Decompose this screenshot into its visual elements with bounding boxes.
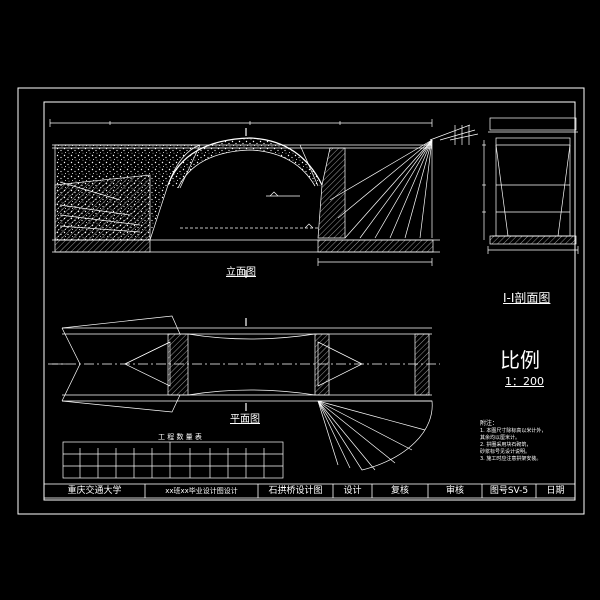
elevation-view (49, 119, 479, 278)
title-design: 设计 (343, 486, 362, 496)
note-line: 1. 本图尺寸除标高以米计外， (480, 428, 547, 434)
note-line: 砂浆标号见设计说明。 (480, 449, 531, 455)
title-course: xx班xx毕业设计图设计 (165, 487, 238, 495)
title-check: 审核 (445, 486, 464, 496)
plan-title: 平面图 (230, 414, 260, 425)
table-title: 工 程 数 量 表 (158, 433, 202, 441)
note-line: 3. 施工时应注意拱架安装。 (480, 456, 542, 462)
title-date: 日期 (546, 486, 565, 496)
inner-border (43, 101, 576, 501)
quantity-table (62, 441, 284, 479)
title-school: 重庆交通大学 (67, 486, 122, 496)
notes-title: 附注： (480, 420, 499, 427)
notes-block: 附注： 1. 本图尺寸除标高以米计外， 其余均以厘米计。 2. 拱圈采用块石砌筑… (480, 420, 546, 463)
title-review: 复核 (390, 486, 409, 496)
plan-view (48, 315, 440, 471)
scale-value: 1：200 (505, 375, 544, 388)
section-view (482, 117, 579, 254)
section-title: Ⅰ-Ⅰ剖面图 (503, 291, 551, 305)
note-line: 2. 拱圈采用块石砌筑， (480, 442, 532, 448)
outer-border (17, 87, 585, 515)
title-block (43, 483, 576, 499)
elevation-title: 立面图 (226, 267, 256, 278)
scale-title: 比例 (500, 348, 540, 372)
note-line: 其余均以厘米计。 (480, 435, 521, 441)
title-drawing-name: 石拱桥设计图 (268, 486, 323, 496)
title-drawing-no: 图号SV-5 (489, 486, 529, 496)
